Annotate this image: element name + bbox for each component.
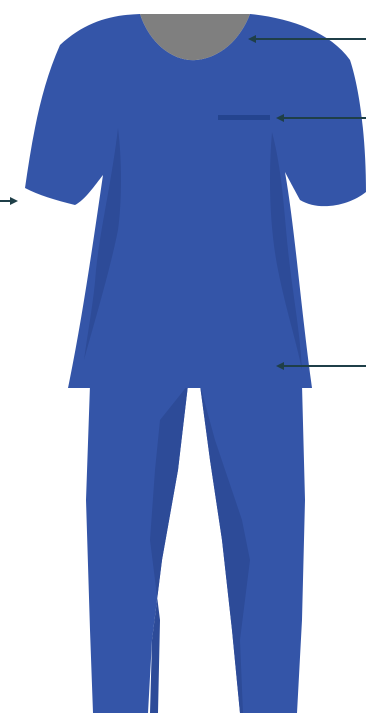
tunic-body	[25, 14, 366, 388]
trousers	[86, 385, 305, 713]
chest-pocket	[218, 115, 270, 120]
tunic	[25, 14, 366, 388]
trouser-leg-right	[200, 385, 305, 713]
